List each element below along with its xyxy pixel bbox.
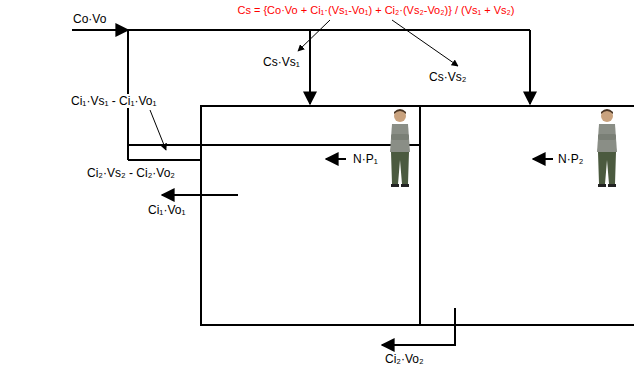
leader-arrow bbox=[298, 20, 330, 51]
return-duct bbox=[128, 144, 420, 146]
generation-arrow bbox=[326, 158, 346, 160]
flow-label: Cs·Vs₁ bbox=[262, 55, 301, 69]
flow-label: Ci₂·Vs₂ - Ci₂·Vo₂ bbox=[86, 166, 176, 180]
formula: Cs = {Co·Vo + Ci₁·(Vs₁-Vo₁) + Ci₂·(Vs₂-V… bbox=[236, 4, 515, 17]
flow-label: Cs·Vs₂ bbox=[428, 70, 467, 84]
flow-label: Ci₂·Vo₂ bbox=[384, 352, 425, 366]
leader-arrow bbox=[150, 110, 166, 150]
supply-arrow bbox=[309, 30, 311, 104]
flow-label: Co·Vo bbox=[72, 12, 107, 26]
supply-arrow bbox=[529, 30, 531, 104]
generation-label: N·P₂ bbox=[557, 152, 584, 166]
flow-label: Ci₁·Vo₁ bbox=[147, 203, 186, 217]
person-figure bbox=[390, 109, 410, 187]
supply-arrow bbox=[72, 29, 128, 31]
return-duct bbox=[128, 159, 200, 161]
supply-duct bbox=[128, 29, 530, 31]
leader-arrow bbox=[392, 20, 458, 66]
person-figure bbox=[597, 109, 617, 187]
generation-label: N·P₁ bbox=[352, 152, 379, 166]
room-box: N·P₁ bbox=[200, 105, 421, 326]
room-box: N·P₂ bbox=[419, 105, 634, 326]
flow-label: Ci₁·Vs₁ - Ci₁·Vo₁ bbox=[70, 94, 158, 108]
generation-arrow bbox=[533, 158, 553, 160]
